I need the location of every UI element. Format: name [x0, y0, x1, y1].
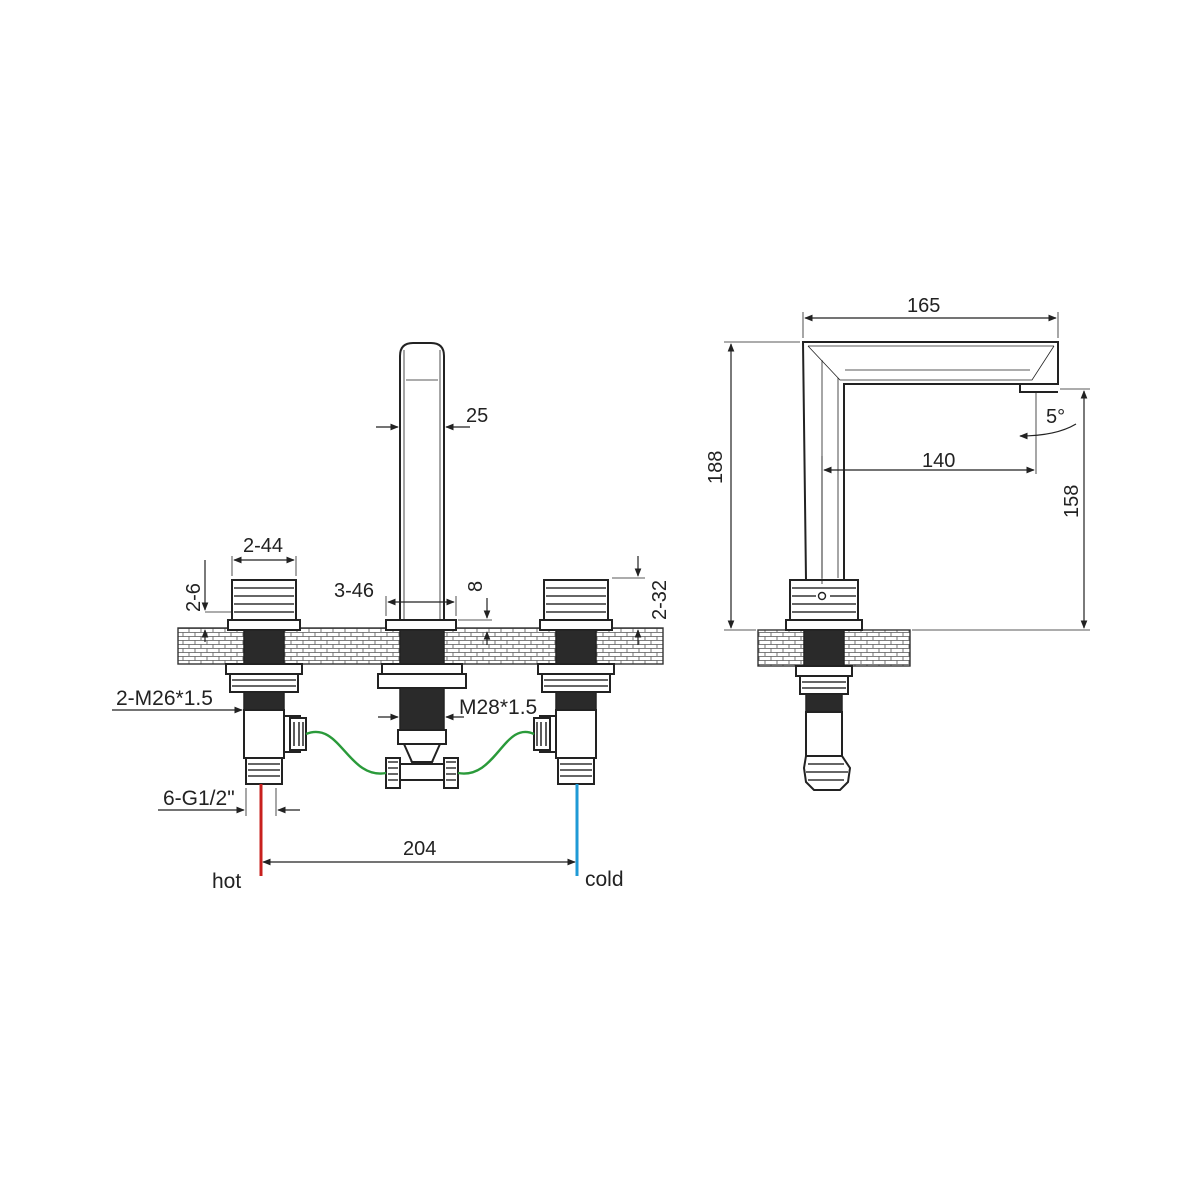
dim-spout-ring-text: 8	[465, 581, 487, 592]
dim-inlet-thread-text: 6-G1/2"	[163, 787, 235, 810]
front-spout	[385, 342, 457, 631]
dim-reach: 165	[802, 295, 1059, 338]
dim-spout-width-text: 25	[466, 405, 488, 427]
side-view: 165 188 5° 140 158	[705, 295, 1090, 791]
side-body	[785, 579, 863, 631]
side-shank	[795, 629, 853, 791]
dim-spout-thread-text: M28*1.5	[459, 696, 537, 719]
dim-handle-height-text: 2-6	[183, 583, 205, 612]
dim-outlet-height: 158	[912, 388, 1090, 631]
dim-reach-text: 165	[907, 295, 940, 317]
dim-handle-thread: 2-M26*1.5	[112, 687, 243, 714]
dim-spout-ring: 8	[458, 581, 492, 645]
dim-spout-base-text: 3-46	[334, 580, 374, 602]
front-hot-handle	[225, 579, 307, 785]
label-hot: hot	[212, 870, 241, 893]
dim-center-distance: 204	[262, 838, 576, 866]
hot-hose	[305, 730, 387, 775]
cold-hose	[457, 730, 535, 775]
dim-center-distance-text: 204	[403, 838, 436, 860]
dim-inlet-thread: 6-G1/2"	[158, 787, 300, 816]
dim-outlet-reach: 140	[821, 450, 1035, 584]
dim-spout-width: 25	[376, 405, 488, 431]
dim-total-height: 188	[705, 341, 800, 631]
dim-spout-base: 3-46	[334, 580, 457, 616]
dim-handle-diameter: 2-44	[231, 535, 297, 576]
dim-deck-max: 2-32	[612, 556, 671, 645]
front-spout-shank	[377, 629, 467, 789]
dim-handle-thread-text: 2-M26*1.5	[116, 687, 213, 710]
label-cold: cold	[585, 868, 624, 891]
dim-handle-diameter-text: 2-44	[243, 535, 283, 557]
dim-outlet-reach-text: 140	[922, 450, 955, 472]
dim-angle: 5°	[1019, 392, 1077, 474]
dim-spout-thread: M28*1.5	[378, 696, 537, 721]
dim-deck-max-text: 2-32	[649, 580, 671, 620]
dim-angle-text: 5°	[1046, 406, 1065, 428]
front-cold-handle	[533, 579, 615, 785]
dim-handle-height: 2-6	[183, 560, 232, 642]
front-view: 25 2-44 2-6 3-46 8	[112, 342, 671, 893]
dim-outlet-height-text: 158	[1061, 485, 1083, 518]
dim-total-height-text: 188	[705, 451, 727, 484]
